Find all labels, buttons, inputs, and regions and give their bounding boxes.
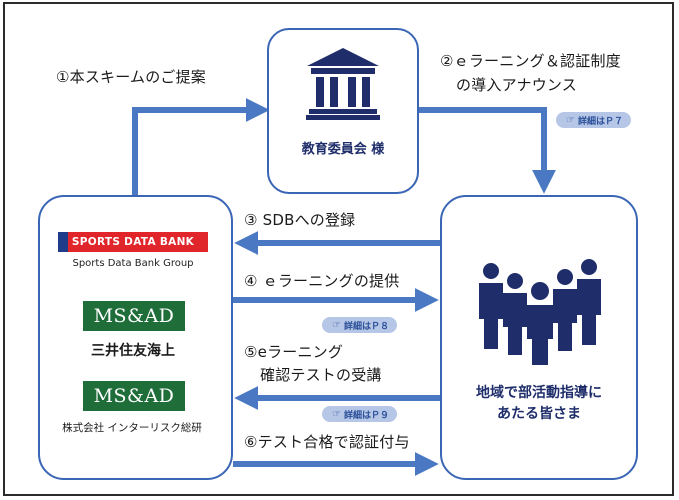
step1-label: ①本スキームのご提案 [56, 68, 206, 86]
coaches-label-line2: あたる皆さま [497, 406, 581, 422]
arrow-step1 [132, 98, 270, 195]
msad-logo-1: MS&AD [83, 301, 185, 331]
detail-badge-text: 詳細はＰ９ [343, 410, 389, 421]
pointing-hand-icon: ☞ [332, 319, 341, 331]
company-name-1: 三井住友海上 [91, 343, 175, 359]
step5-label-line1: ⑤eラーニング [244, 343, 344, 361]
arrow-step2 [419, 107, 556, 194]
step5-label-line2: 確認テストの受講 [260, 366, 382, 384]
detail-badge-text: 詳細はＰ７ [577, 116, 623, 127]
step3-label: ③ SDBへの登録 [244, 211, 356, 229]
sdb-group-label: Sports Data Bank Group [72, 258, 194, 269]
step2-label-line2: の導入アナウンス [456, 76, 578, 94]
step2-label-line1: ②ｅラーニング＆認証制度 [440, 52, 621, 70]
detail-badge-p7[interactable]: ☞ 詳細はＰ７ [556, 112, 631, 128]
step6-label: ⑥テスト合格で認証付与 [244, 433, 410, 451]
pointing-hand-icon: ☞ [566, 114, 575, 126]
sports-data-bank-logo: SPORTS DATA BANK [58, 232, 208, 252]
group-of-people-icon [479, 259, 601, 365]
detail-badge-p9[interactable]: ☞ 詳細はＰ９ [322, 406, 397, 422]
detail-badge-p8[interactable]: ☞ 詳細はＰ８ [322, 317, 397, 333]
msad-logo-2: MS&AD [83, 381, 185, 411]
coaches-label: 地域で部活動指導に あたる皆さま [440, 383, 638, 425]
government-building-icon [306, 48, 380, 120]
company-name-2: 株式会社 インターリスク総研 [62, 422, 202, 434]
diagram-frame [3, 2, 674, 496]
pointing-hand-icon: ☞ [332, 408, 341, 420]
board-label: 教育委員会 様 [301, 142, 385, 157]
coaches-label-line1: 地域で部活動指導に [476, 385, 602, 401]
detail-badge-text: 詳細はＰ８ [343, 321, 389, 332]
step4-label: ④ ｅラーニングの提供 [244, 272, 400, 290]
